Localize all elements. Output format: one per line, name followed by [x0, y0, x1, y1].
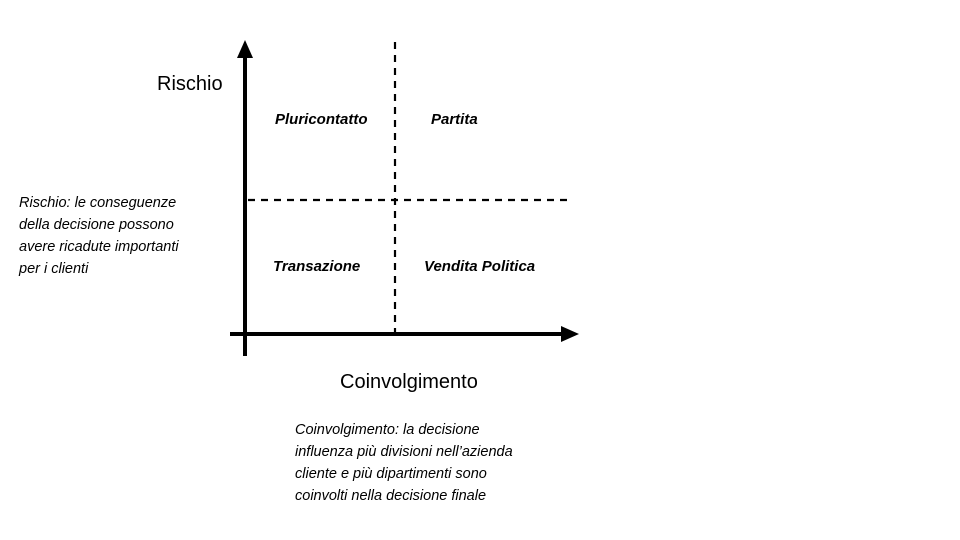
quadrant-bottom-right-label: Vendita Politica	[424, 258, 536, 275]
risk-note-line: della decisione possono	[19, 217, 174, 233]
involvement-note-line: Coinvolgimento: la decisione	[295, 422, 480, 438]
quadrant-top-left-label: Pluricontatto	[275, 111, 368, 128]
x-axis-title: Coinvolgimento	[340, 371, 478, 393]
y-axis-arrowhead	[237, 40, 253, 58]
quadrant-top-right-label: Partita	[431, 111, 478, 128]
y-axis-title: Rischio	[157, 73, 223, 95]
quadrant-bottom-left-label: Transazione	[273, 258, 361, 275]
involvement-definition-note: Coinvolgimento: la decisione influenza p…	[295, 419, 513, 507]
risk-definition-note: Rischio: le conseguenze della decisione …	[19, 192, 179, 280]
x-axis-arrowhead	[561, 326, 579, 342]
risk-note-line: Rischio: le conseguenze	[19, 195, 177, 211]
risk-note-line: per i clienti	[19, 261, 89, 277]
involvement-note-line: influenza più divisioni nell’azienda	[295, 444, 513, 460]
involvement-note-line: coinvolti nella decisione finale	[295, 488, 487, 504]
risk-note-line: avere ricadute importanti	[19, 239, 179, 255]
involvement-note-line: cliente e più dipartimenti sono	[295, 466, 487, 482]
